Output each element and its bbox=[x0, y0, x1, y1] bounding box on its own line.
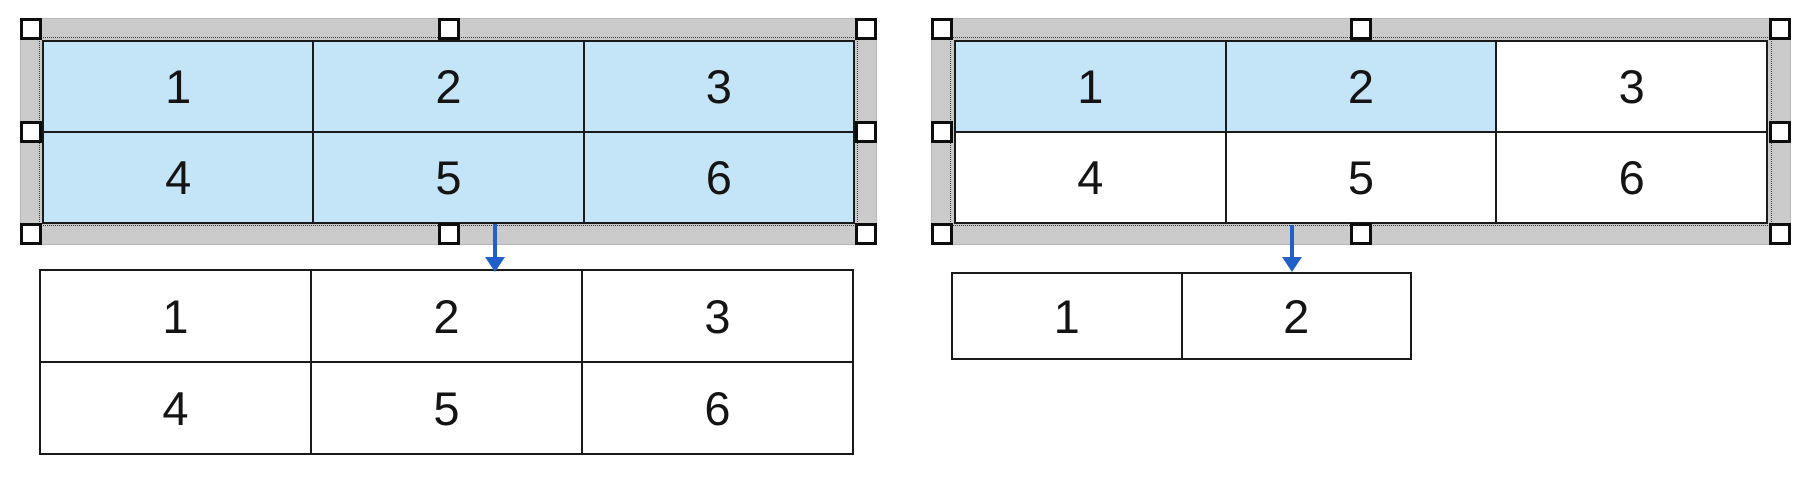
table-cell: 2 bbox=[1180, 272, 1412, 360]
table-cell-selected[interactable]: 5 bbox=[312, 131, 585, 224]
table-cell-selected[interactable]: 4 bbox=[41, 131, 315, 224]
selection-handle-bottom-right[interactable] bbox=[855, 223, 877, 245]
right-source-table[interactable]: 1 2 3 4 5 6 bbox=[954, 40, 1768, 224]
selection-handle-middle-left[interactable] bbox=[931, 120, 953, 143]
selection-handle-top-left[interactable] bbox=[931, 18, 953, 40]
table-cell-selected[interactable]: 1 bbox=[41, 40, 315, 133]
selection-handle-top-center[interactable] bbox=[437, 18, 460, 40]
selection-handle-bottom-center[interactable] bbox=[1350, 223, 1372, 245]
right-selected-table-frame[interactable]: 1 2 3 4 5 6 bbox=[931, 18, 1791, 245]
table-cell: 4 bbox=[39, 361, 312, 455]
selection-handle-bottom-left[interactable] bbox=[20, 223, 42, 245]
selection-handle-top-left[interactable] bbox=[20, 18, 42, 40]
table-cell[interactable]: 5 bbox=[1224, 131, 1498, 224]
table-cell-selected[interactable]: 2 bbox=[312, 40, 585, 133]
selection-handle-top-right[interactable] bbox=[1769, 18, 1791, 40]
table-cell-selected[interactable]: 2 bbox=[1224, 40, 1498, 133]
table-cell[interactable]: 3 bbox=[1495, 40, 1768, 133]
table-cell-selected[interactable]: 6 bbox=[582, 131, 856, 224]
table-cell: 1 bbox=[951, 272, 1183, 360]
table-cell-selected[interactable]: 3 bbox=[582, 40, 856, 133]
table-cell[interactable]: 4 bbox=[954, 131, 1227, 224]
selection-handle-bottom-left[interactable] bbox=[931, 223, 953, 245]
table-cell: 6 bbox=[581, 361, 854, 455]
selection-handle-middle-left[interactable] bbox=[20, 120, 42, 143]
left-result-table: 1 2 3 4 5 6 bbox=[39, 269, 854, 455]
table-cell: 3 bbox=[581, 269, 854, 363]
selection-handle-bottom-right[interactable] bbox=[1769, 223, 1791, 245]
table-cell: 5 bbox=[310, 361, 583, 455]
selection-handle-bottom-center[interactable] bbox=[437, 223, 460, 245]
right-result-table: 1 2 bbox=[951, 272, 1412, 360]
left-selected-table-frame[interactable]: 1 2 3 4 5 6 bbox=[20, 18, 877, 245]
selection-handle-top-right[interactable] bbox=[855, 18, 877, 40]
selection-handle-middle-right[interactable] bbox=[855, 120, 877, 143]
selection-handle-middle-right[interactable] bbox=[1769, 120, 1791, 143]
table-cell[interactable]: 6 bbox=[1495, 131, 1768, 224]
table-cell: 1 bbox=[39, 269, 312, 363]
left-source-table[interactable]: 1 2 3 4 5 6 bbox=[41, 40, 856, 224]
table-cell: 2 bbox=[310, 269, 583, 363]
table-cell-selected[interactable]: 1 bbox=[954, 40, 1227, 133]
selection-handle-top-center[interactable] bbox=[1350, 18, 1372, 40]
